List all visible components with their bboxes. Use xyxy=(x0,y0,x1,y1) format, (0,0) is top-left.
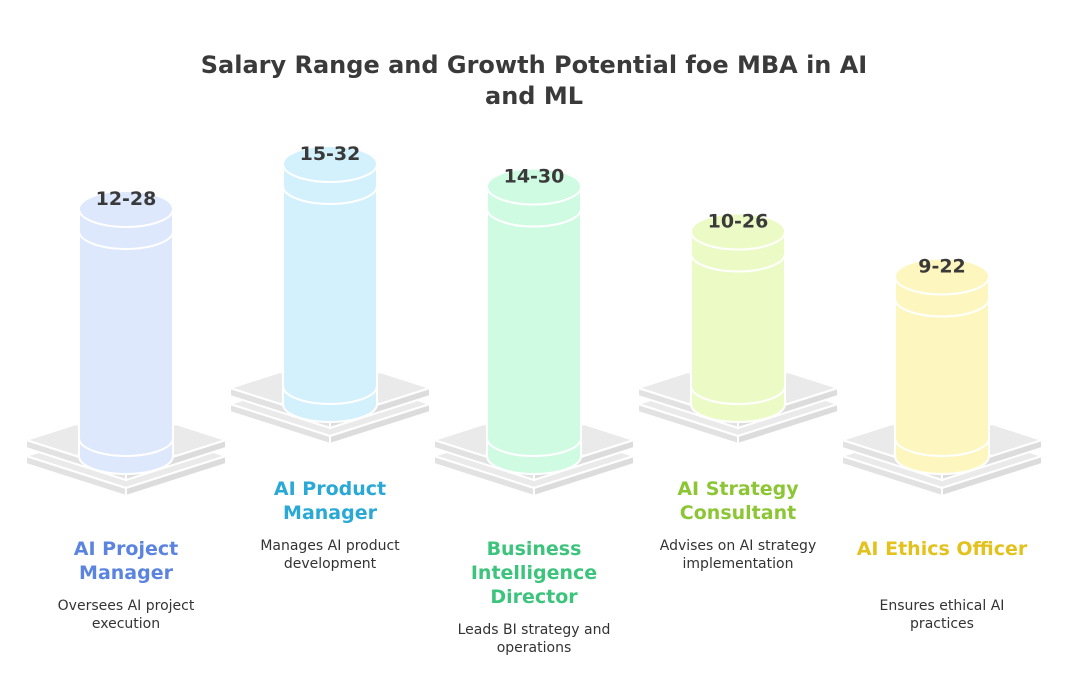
range-label-1: 15-32 xyxy=(300,143,361,165)
bar-ring-bottom-0 xyxy=(78,437,174,457)
range-label-2: 14-30 xyxy=(504,166,565,188)
role-description-3: Advises on AI strategy implementation xyxy=(659,538,817,572)
platform-side-right-1-1 xyxy=(329,402,431,446)
role-description-1: Manages AI product development xyxy=(260,538,400,572)
range-label-3: 10-26 xyxy=(708,211,769,233)
bar-ring-bottom-3 xyxy=(690,385,786,405)
platform-side-right-2-1 xyxy=(533,454,635,498)
bar-0 xyxy=(78,208,174,475)
role-description-4: Ensures ethical AI practices xyxy=(879,598,1005,632)
platform-side-right-0-1 xyxy=(125,454,227,498)
bar-cap-3 xyxy=(690,212,786,251)
role-description-0: Oversees AI project execution xyxy=(57,598,195,632)
bar-1 xyxy=(282,163,378,423)
bar-ring-top-0 xyxy=(78,230,174,250)
range-label-4: 9-22 xyxy=(918,256,966,278)
range-label-0: 12-28 xyxy=(96,188,157,210)
bar-3 xyxy=(690,230,786,423)
bar-ring-bottom-2 xyxy=(486,437,582,457)
bar-cap-0 xyxy=(78,190,174,228)
role-title-3: AI Strategy Consultant xyxy=(677,478,799,524)
bar-ring-top-3 xyxy=(690,253,786,273)
role-description-2: Leads BI strategy and operations xyxy=(457,622,611,656)
role-title-1: AI Product Manager xyxy=(273,478,387,524)
bar-ring-top-2 xyxy=(486,208,582,228)
bar-cap-2 xyxy=(486,167,582,206)
bar-ring-bottom-1 xyxy=(282,385,378,405)
role-title-4: AI Ethics Officer xyxy=(856,538,1028,560)
platform-side-right-4-1 xyxy=(941,454,1043,498)
bar-cap-4 xyxy=(894,257,990,296)
role-title-0: AI Project Manager xyxy=(73,538,179,584)
chart-title: Salary Range and Growth Potential foe MB… xyxy=(200,51,868,110)
bar-ring-bottom-4 xyxy=(894,437,990,457)
role-title-2: Business Intelligence Director xyxy=(470,538,598,608)
bar-4 xyxy=(894,275,990,475)
bar-ring-top-1 xyxy=(282,185,378,205)
bar-ring-top-4 xyxy=(894,298,990,318)
platform-side-right-3-1 xyxy=(737,402,839,446)
bar-cap-1 xyxy=(282,145,378,183)
bar-2 xyxy=(486,185,582,475)
